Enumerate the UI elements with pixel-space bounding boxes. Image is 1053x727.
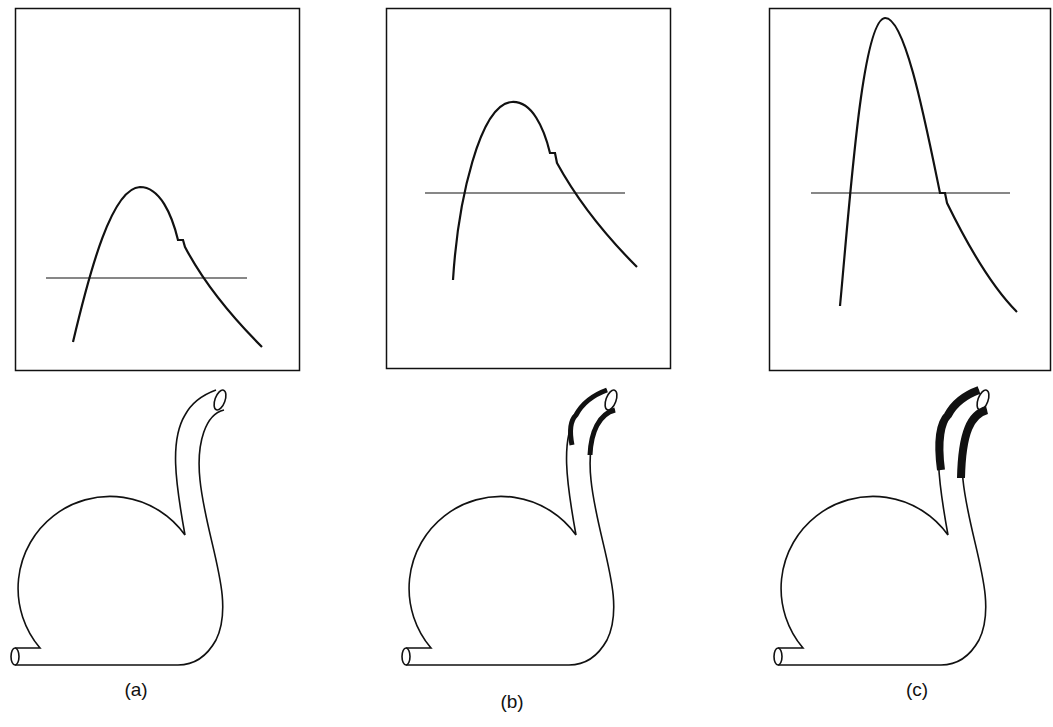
pressure-wave (453, 102, 637, 280)
mean-line (811, 192, 1010, 193)
panel-b (387, 9, 671, 666)
panel-label: (a) (122, 679, 149, 701)
panel-a (11, 9, 300, 666)
stiff-segment (961, 410, 987, 478)
panel-label: (b) (498, 691, 525, 713)
pressure-wave (73, 187, 262, 347)
stiffened-vessel (774, 388, 991, 665)
graph-frame (16, 9, 300, 371)
graph-frame (387, 9, 671, 369)
stiff-segment (590, 410, 615, 455)
stiffened-vessel (402, 388, 619, 665)
graph-frame (770, 9, 1051, 371)
mean-line (46, 277, 247, 278)
elastic-vessel (11, 388, 228, 665)
panel-c (770, 9, 1051, 666)
panel-label: (c) (904, 679, 930, 701)
pressure-wave (840, 18, 1017, 312)
mean-line (425, 192, 625, 193)
